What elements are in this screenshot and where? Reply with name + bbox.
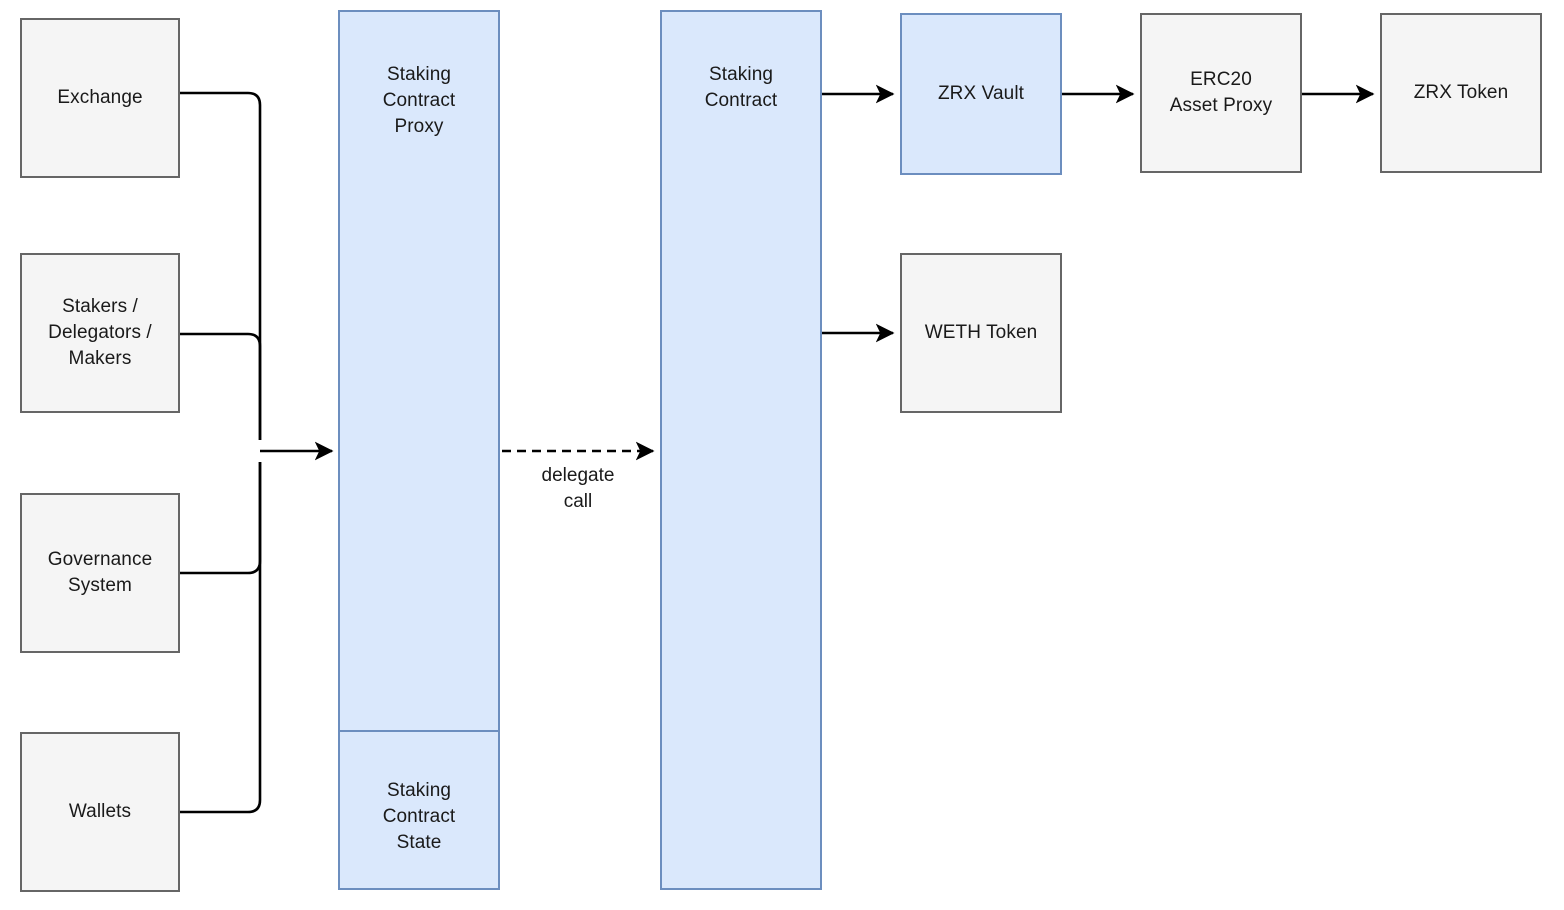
node-weth-token-label: WETH Token xyxy=(924,321,1038,343)
edge-label-delegate-call: delegate call xyxy=(541,465,615,513)
node-staking-contract-proxy[interactable]: Staking Contract Proxy xyxy=(338,10,500,732)
node-governance-system[interactable]: Governance System xyxy=(20,493,180,653)
node-zrx-token[interactable]: ZRX Token xyxy=(1380,13,1542,173)
node-zrx-vault[interactable]: ZRX Vault xyxy=(900,13,1062,175)
node-staking-contract-label: Staking Contract xyxy=(704,64,778,112)
edge-stakers-to-trunk xyxy=(180,332,262,440)
node-staking-contract-state-label: Staking Contract State xyxy=(382,780,456,854)
node-governance-system-label: Governance System xyxy=(47,548,153,596)
edge-governance-to-trunk xyxy=(180,462,262,575)
node-staking-contract-state[interactable]: Staking Contract State xyxy=(338,730,500,890)
node-exchange[interactable]: Exchange xyxy=(20,18,180,178)
node-wallets[interactable]: Wallets xyxy=(20,732,180,892)
edge-exchange-to-trunk xyxy=(180,91,262,440)
node-stakers-delegators-makers[interactable]: Stakers / Delegators / Makers xyxy=(20,253,180,413)
node-staking-contract[interactable]: Staking Contract xyxy=(660,10,822,890)
node-zrx-vault-label: ZRX Vault xyxy=(937,82,1025,104)
node-erc20-asset-proxy[interactable]: ERC20 Asset Proxy xyxy=(1140,13,1302,173)
node-staking-contract-proxy-label: Staking Contract Proxy xyxy=(382,64,456,138)
node-erc20-asset-proxy-label: ERC20 Asset Proxy xyxy=(1169,68,1273,116)
node-zrx-token-label: ZRX Token xyxy=(1413,81,1509,103)
node-exchange-label: Exchange xyxy=(57,86,143,108)
node-wallets-label: Wallets xyxy=(68,800,132,822)
node-stakers-delegators-makers-label: Stakers / Delegators / Makers xyxy=(48,295,152,370)
node-weth-token[interactable]: WETH Token xyxy=(900,253,1062,413)
edge-wallets-to-trunk xyxy=(180,462,262,814)
